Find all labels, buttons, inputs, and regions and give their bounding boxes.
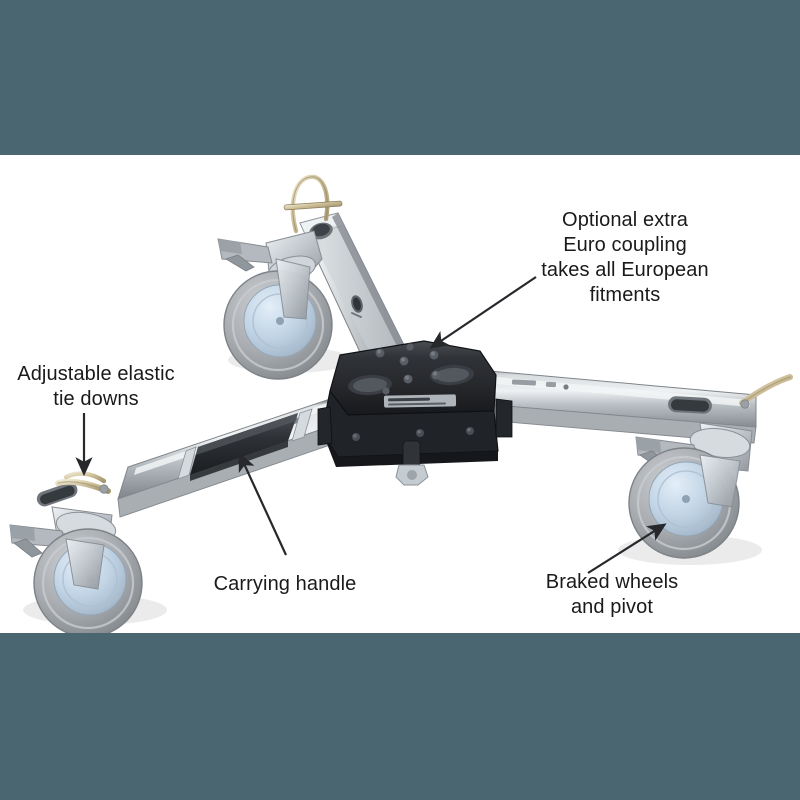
castor-wheel-left — [9, 506, 143, 633]
callout-euro-coupling: Optional extra Euro coupling takes all E… — [541, 209, 709, 306]
arrow-euro-coupling — [429, 276, 537, 349]
callout-arrows — [75, 276, 667, 574]
product-photo — [0, 155, 800, 633]
brake-lever-rear — [217, 238, 273, 272]
letterbox-bar-top — [0, 0, 800, 155]
callout-tie-downs: Adjustable elastic tie downs — [17, 363, 175, 410]
letterbox-bar-bottom — [0, 633, 800, 800]
arm-right — [445, 366, 757, 444]
castor-wheel-rear — [217, 230, 333, 380]
arrow-braked-wheels — [587, 523, 667, 574]
central-hub-plate — [317, 340, 513, 486]
castor-wheel-right — [628, 422, 753, 559]
arrow-carrying-handle — [238, 452, 287, 556]
linch-pin-clip — [283, 174, 343, 234]
arm-left — [36, 392, 349, 518]
callout-braked-wheels: Braked wheels and pivot — [545, 571, 679, 618]
brake-lever-left — [9, 524, 65, 558]
tie-down-hook-right — [739, 374, 793, 409]
brake-lever-right — [635, 436, 697, 470]
callout-carrying-handle: Carrying handle — [213, 573, 357, 595]
